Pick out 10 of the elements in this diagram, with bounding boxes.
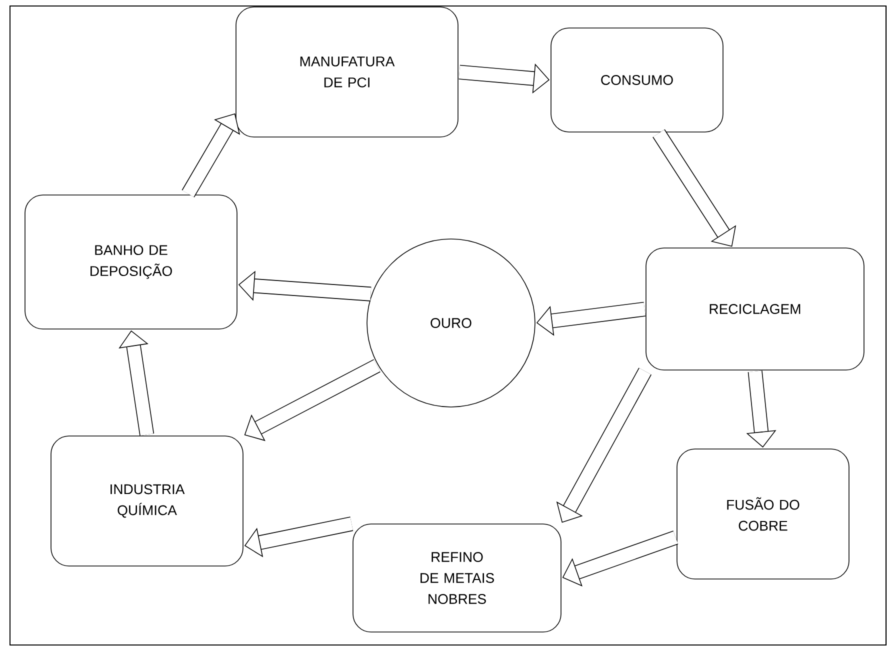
process-box: INDUSTRIA QUÍMICA xyxy=(50,436,244,566)
block-arrow xyxy=(244,359,380,442)
circle-node: OURO xyxy=(366,238,536,408)
process-box: MANUFATURA DE PCI xyxy=(236,6,458,138)
block-arrow xyxy=(652,129,736,247)
process-box: FUSÃO DO COBRE xyxy=(676,448,850,580)
process-box: BANHO DE DEPOSIÇÃO xyxy=(24,194,238,330)
process-box: CONSUMO xyxy=(550,28,724,132)
process-box: RECICLAGEM xyxy=(646,248,864,370)
process-box: REFINO DE METAIS NOBRES xyxy=(352,524,562,632)
